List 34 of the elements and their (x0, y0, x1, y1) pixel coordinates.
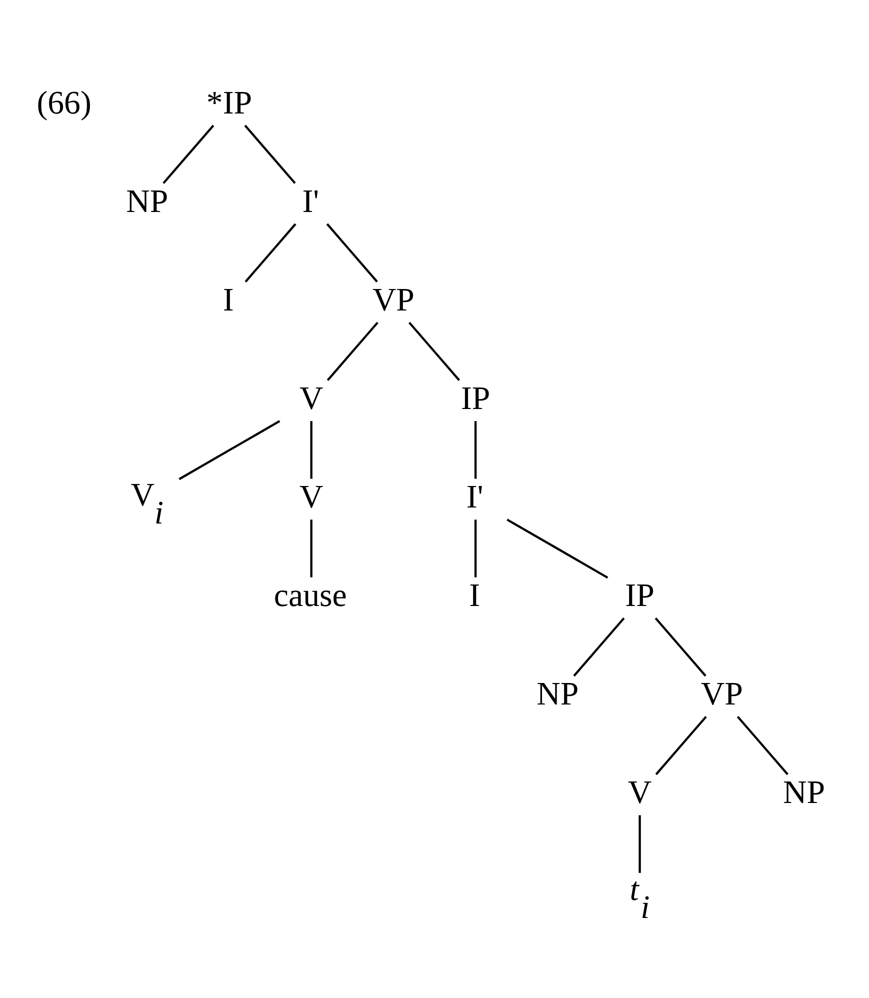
node-text: I (469, 578, 480, 614)
connector (162, 124, 214, 184)
connector (655, 715, 707, 775)
connector (474, 420, 477, 478)
connector (244, 222, 296, 282)
node-text: IP (460, 380, 490, 416)
node-text: cause (274, 578, 347, 614)
node-text: I (222, 282, 234, 318)
connector (310, 420, 312, 478)
node-text: IP (625, 578, 654, 614)
connector (326, 321, 378, 380)
connector (244, 124, 296, 184)
node-text: NP (126, 183, 168, 220)
connector (573, 616, 625, 676)
connector (178, 420, 280, 480)
connector (506, 518, 608, 578)
connector (310, 519, 312, 577)
node-text: I' (302, 183, 320, 220)
connector (638, 814, 641, 872)
connector (736, 715, 788, 775)
node-text: NP (536, 676, 579, 712)
node-text: V (628, 774, 652, 811)
node-text: VP (372, 282, 414, 318)
label: (66) (36, 84, 92, 121)
node-text: V (299, 479, 324, 516)
node-text: V (299, 380, 324, 416)
node-text: VP (700, 676, 743, 712)
connector (408, 321, 460, 380)
connector (654, 616, 706, 676)
node-text: NP (783, 774, 825, 811)
connector (326, 222, 378, 282)
node-text: *IP (206, 84, 252, 121)
node-text: I' (466, 479, 484, 516)
connector (474, 519, 477, 577)
